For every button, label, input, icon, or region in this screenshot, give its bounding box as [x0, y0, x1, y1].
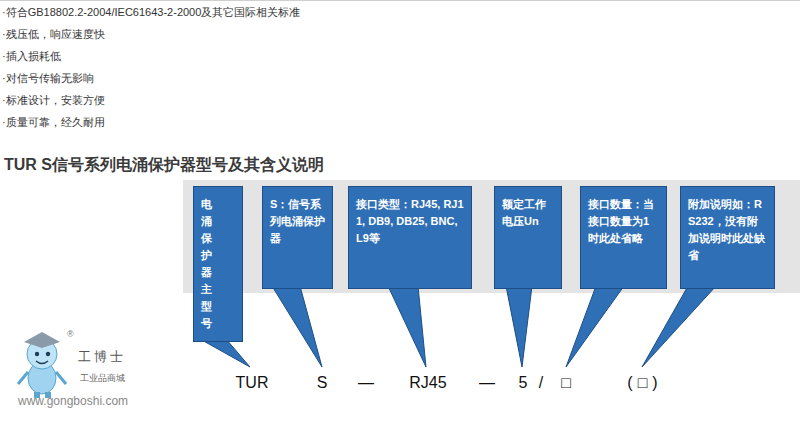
mascot-logo	[18, 332, 66, 398]
feature-note: ·对信号传输无影响	[2, 71, 94, 86]
watermark: 工博士	[78, 348, 126, 366]
callout-text: 额定工作电压Un	[502, 196, 554, 230]
callout-text: 接口数量：当接口数量为1时此处省略	[588, 196, 659, 247]
feature-note: ·插入损耗低	[2, 49, 61, 64]
callout-pointer	[388, 286, 426, 367]
top-rule	[0, 0, 800, 1]
callout-box: 接口类型：RJ45, RJ11, DB9, DB25, BNC, L9等	[348, 186, 472, 289]
callout-pointer	[272, 286, 322, 367]
feature-note: ·质量可靠，经久耐用	[2, 115, 105, 130]
callout-box: 附加说明如：RS232，没有附加说明时此处缺省	[680, 186, 775, 289]
callout-box: S：信号系列电涌保护器	[262, 186, 333, 289]
feature-note: ·符合GB18802.2-2004/IEC61643-2-2000及其它国际相关…	[2, 5, 300, 20]
model-code-part: 5	[519, 374, 528, 392]
feature-note: ·标准设计，安装方便	[2, 93, 105, 108]
callout-pointer	[642, 286, 716, 367]
feature-note: ·残压低，响应速度快	[2, 27, 105, 42]
model-code-part: /	[539, 374, 543, 392]
callout-pointer	[200, 339, 250, 367]
callout-box: 电涌保护器主型号	[193, 186, 243, 342]
model-code-part: (□)	[627, 374, 662, 392]
model-code-part: RJ45	[409, 374, 446, 392]
watermark: ®	[67, 329, 74, 339]
callout-pointer	[566, 286, 624, 367]
callout-text: S：信号系列电涌保护器	[270, 196, 325, 247]
callout-pointer	[506, 286, 532, 367]
watermark: 工业品商城	[80, 372, 125, 385]
callout-text: 电涌保护器主型号	[201, 196, 227, 332]
model-code-part: —	[479, 374, 495, 392]
watermark: www.gongboshi.com	[18, 394, 128, 408]
callout-box: 额定工作电压Un	[494, 186, 562, 289]
callout-box: 接口数量：当接口数量为1时此处省略	[580, 186, 667, 289]
heading: TUR S信号系列电涌保护器型号及其含义说明	[4, 155, 324, 176]
model-code-part: TUR	[236, 374, 269, 392]
callout-text: 附加说明如：RS232，没有附加说明时此处缺省	[688, 196, 767, 264]
callout-panel	[183, 180, 800, 293]
model-code-part: S	[317, 374, 328, 392]
callout-text: 接口类型：RJ45, RJ11, DB9, DB25, BNC, L9等	[356, 196, 464, 247]
model-code-part: □	[561, 374, 571, 392]
model-code-part: —	[358, 374, 374, 392]
